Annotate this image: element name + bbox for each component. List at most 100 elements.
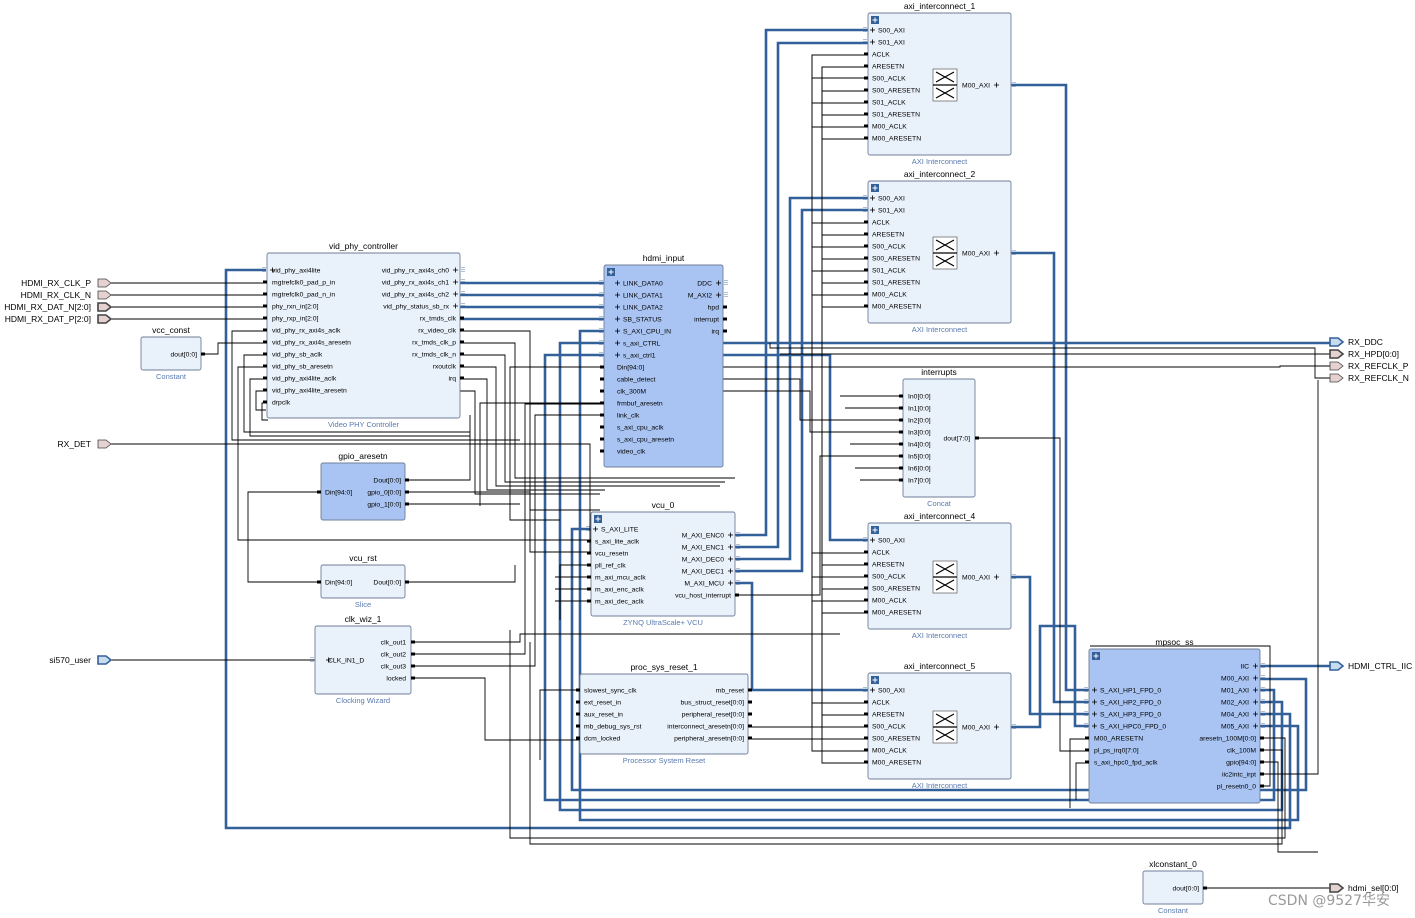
pin-label: ARESETN <box>872 712 904 719</box>
bus-pin-plus-icon[interactable] <box>994 574 999 580</box>
bus-pin-plus-icon[interactable] <box>1253 699 1258 705</box>
net-pin-marker <box>587 599 591 603</box>
output-port-icon[interactable] <box>1329 883 1345 893</box>
bus-pin-plus-icon[interactable] <box>716 292 721 298</box>
bus-pin-marker <box>461 279 465 285</box>
bus-pin-plus-icon[interactable] <box>994 82 999 88</box>
pin-label: pl_resetn0_0 <box>1217 784 1257 791</box>
bus-pin-plus-icon[interactable] <box>728 532 733 538</box>
bus-pin-plus-icon[interactable] <box>1092 687 1097 693</box>
pin-label: LINK_DATA2 <box>623 305 663 312</box>
block-instance-name: gpio_aresetn <box>338 451 387 461</box>
bus-pin-plus-icon[interactable] <box>728 544 733 550</box>
bus-pin-plus-icon[interactable] <box>1092 711 1097 717</box>
output-port-icon[interactable] <box>1329 349 1345 359</box>
bus-pin-plus-icon[interactable] <box>870 537 875 543</box>
net-pin-marker <box>263 292 267 296</box>
input-port-icon[interactable] <box>97 314 113 324</box>
bus-pin-plus-icon[interactable] <box>716 280 721 286</box>
net-pin-marker <box>600 401 604 405</box>
net-pin-marker <box>460 376 464 380</box>
interrupts-block[interactable]: interruptsConcatIn0[0:0]In1[0:0]In2[0:0]… <box>899 367 979 508</box>
block-body[interactable] <box>314 625 412 695</box>
bus-pin-plus-icon[interactable] <box>615 304 620 310</box>
gpio-aresetn-block[interactable]: gpio_aresetnDin[94:0]Dout[0:0]gpio_0[0:0… <box>317 451 409 521</box>
bus-pin-plus-icon[interactable] <box>728 568 733 574</box>
output-port-icon[interactable] <box>1329 337 1345 347</box>
input-port-icon[interactable] <box>97 302 113 312</box>
bus-pin-plus-icon[interactable] <box>870 687 875 693</box>
net-pin-marker <box>723 317 727 321</box>
bus-pin-plus-icon[interactable] <box>453 279 458 285</box>
bus-pin-plus-icon[interactable] <box>593 526 598 532</box>
crossbar-icon <box>932 710 958 744</box>
bus-pin-plus-icon[interactable] <box>615 280 620 286</box>
bus-pin-plus-icon[interactable] <box>615 352 620 358</box>
port-label: HDMI_RX_CLK_P <box>21 278 91 288</box>
net-pin-marker <box>864 712 868 716</box>
block-ip-type: Concat <box>927 499 952 508</box>
bus-pin-plus-icon[interactable] <box>728 556 733 562</box>
hdmi-input-block[interactable]: hdmi_inputLINK_DATA0LINK_DATA1LINK_DATA2… <box>599 253 728 468</box>
bus-pin-plus-icon[interactable] <box>994 250 999 256</box>
bus-pin-marker <box>736 580 740 586</box>
input-port-icon[interactable] <box>97 278 112 288</box>
pin-label: slowest_sync_clk <box>584 688 637 695</box>
input-port-icon[interactable] <box>97 439 112 449</box>
bus-pin-plus-icon[interactable] <box>615 292 620 298</box>
output-port-icon[interactable] <box>1329 373 1344 383</box>
pin-label: ACLK <box>872 52 890 59</box>
bus-pin-plus-icon[interactable] <box>1092 723 1097 729</box>
bus-pin-plus-icon[interactable] <box>453 267 458 273</box>
block-body[interactable] <box>266 252 461 419</box>
net-pin-marker <box>587 575 591 579</box>
net-pin-marker <box>864 700 868 704</box>
pin-label: M02_AXI <box>1221 700 1249 707</box>
pin-label: vid_phy_axi4lite <box>272 268 321 275</box>
block-instance-name: axi_interconnect_4 <box>904 511 976 521</box>
net-pin-marker <box>864 760 868 764</box>
bus-pin-marker <box>1012 724 1016 730</box>
block-body[interactable] <box>1088 648 1261 804</box>
bus-pin-plus-icon[interactable] <box>326 657 331 663</box>
bus-pin-plus-icon[interactable] <box>453 291 458 297</box>
bus-pin-plus-icon[interactable] <box>615 328 620 334</box>
bus-pin-plus-icon[interactable] <box>1253 675 1258 681</box>
mpsoc-block[interactable]: mpsoc_ssS_AXI_HP1_FPD_0S_AXI_HP2_FPD_0S_… <box>1084 637 1265 804</box>
bus-pin-plus-icon[interactable] <box>1253 687 1258 693</box>
input-port-icon[interactable] <box>97 290 112 300</box>
bus-pin-plus-icon[interactable] <box>870 27 875 33</box>
bus-pin-plus-icon[interactable] <box>615 340 620 346</box>
bus-pin-plus-icon[interactable] <box>1253 711 1258 717</box>
output-port-icon[interactable] <box>1329 361 1344 371</box>
bus-pin-plus-icon[interactable] <box>1092 699 1097 705</box>
bus-pin-plus-icon[interactable] <box>1253 723 1258 729</box>
bus-pin-plus-icon[interactable] <box>994 724 999 730</box>
bus-pin-plus-icon[interactable] <box>870 39 875 45</box>
bus-pin-plus-icon[interactable] <box>615 316 620 322</box>
bus-pin-plus-icon[interactable] <box>270 267 275 273</box>
pin-label: s_axi_cpu_aresetn <box>617 437 674 444</box>
net-pin-marker <box>864 112 868 116</box>
bus-pin-plus-icon[interactable] <box>870 195 875 201</box>
bus-pin-plus-icon[interactable] <box>728 580 733 586</box>
port-label: RX_DDC <box>1348 337 1383 347</box>
output-port-icon[interactable] <box>1329 661 1345 671</box>
pin-label: S01_ACLK <box>872 100 906 107</box>
bus-pin-plus-icon[interactable] <box>1253 663 1258 669</box>
input-port-icon[interactable] <box>97 655 113 665</box>
bus-pin-plus-icon[interactable] <box>870 207 875 213</box>
bus-pin-plus-icon[interactable] <box>453 303 458 309</box>
